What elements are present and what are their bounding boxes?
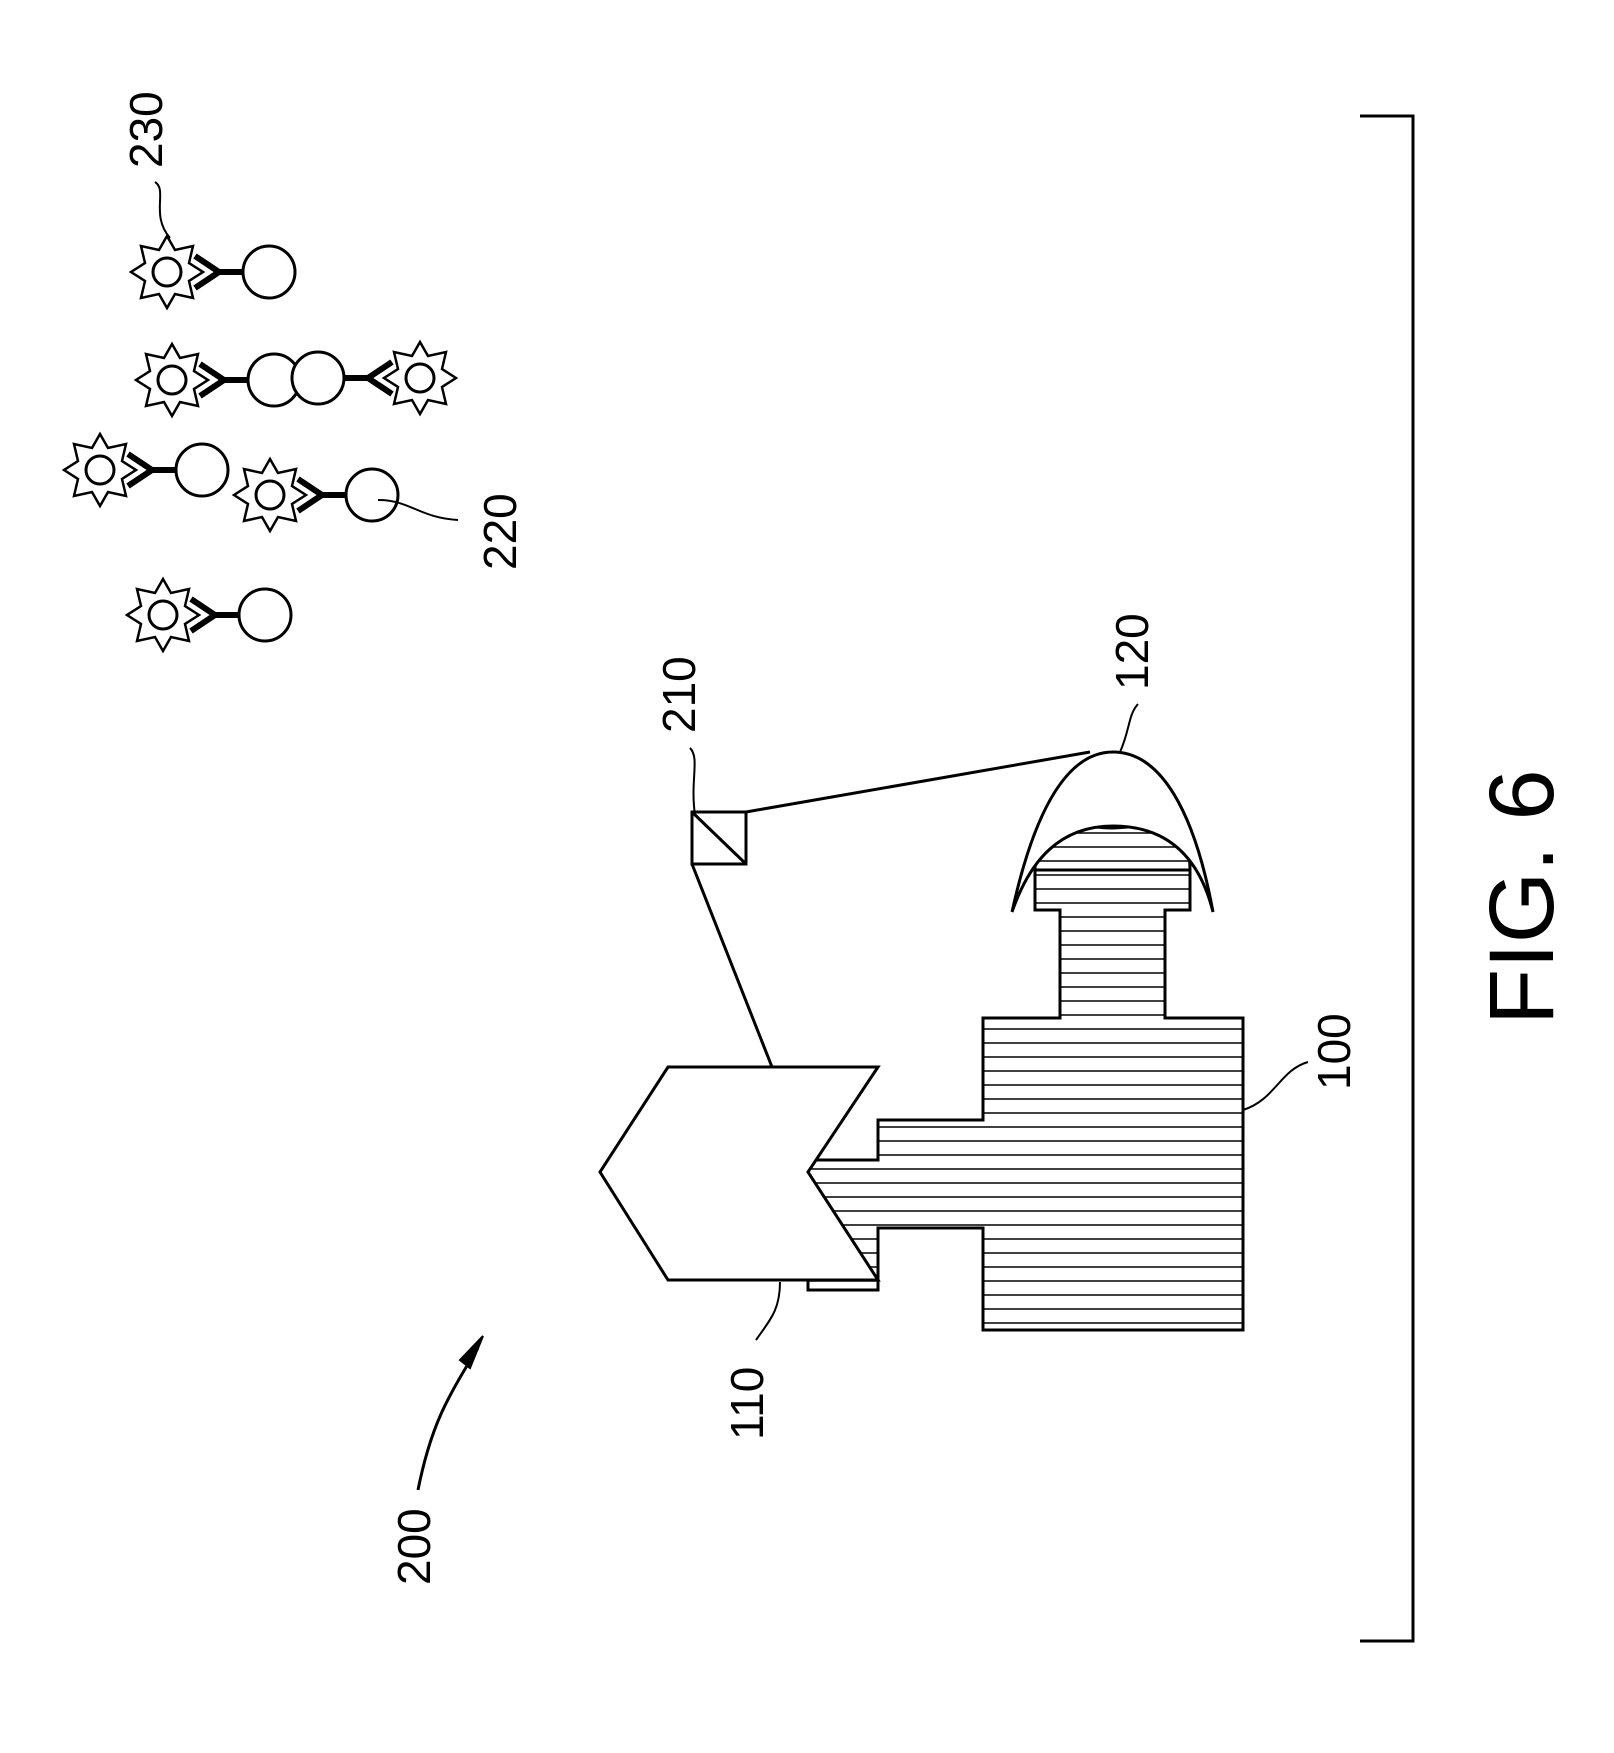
- label-110: 110: [721, 1367, 773, 1440]
- leader-210: [690, 748, 695, 815]
- wire-sensor-to-head: [692, 864, 772, 1067]
- body-100: [808, 870, 1243, 1330]
- figure-caption: FIG. 6: [1471, 769, 1573, 1025]
- arrow-200-head: [460, 1336, 483, 1368]
- label-210: 210: [653, 656, 705, 733]
- wire-sensor-to-dish: [746, 752, 1090, 812]
- complex-6: [292, 342, 456, 414]
- complex-3: [64, 434, 228, 506]
- complex-4: [234, 459, 398, 531]
- frame-bracket: [1360, 116, 1413, 1641]
- leader-230: [155, 182, 170, 238]
- label-220: 220: [474, 493, 526, 570]
- label-200: 200: [388, 1508, 440, 1585]
- complex-2: [136, 344, 300, 416]
- label-120: 120: [1106, 613, 1158, 690]
- complex-5: [127, 579, 291, 651]
- arrow-200: [418, 1348, 478, 1490]
- leader-110: [756, 1282, 780, 1340]
- label-230: 230: [120, 91, 172, 168]
- complex-1: [131, 236, 295, 308]
- complex-group: [64, 236, 456, 651]
- leader-100: [1243, 1062, 1308, 1110]
- label-100: 100: [1308, 1013, 1360, 1090]
- leader-120: [1120, 704, 1138, 752]
